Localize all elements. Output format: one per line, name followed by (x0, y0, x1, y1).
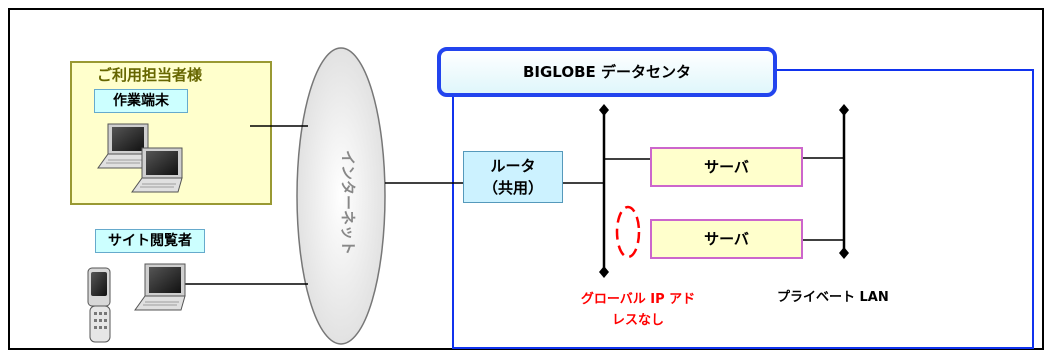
router-shared-label: （共用） (482, 179, 543, 197)
router-label: ルータ (490, 157, 536, 175)
lan-line-top-node (839, 104, 849, 116)
work-terminal-label: 作業端末 (94, 89, 188, 113)
internet-cloud (296, 47, 386, 345)
no-global-ip-label: グローバル IP アド レスなし (578, 289, 698, 331)
no-global-ip-line-2: レスなし (611, 313, 664, 328)
lan-line-bottom-node (839, 247, 849, 259)
router-box: ルータ （共用） (463, 151, 563, 203)
site-viewer-label: サイト閲覧者 (95, 229, 205, 253)
server-2-box: サーバ (650, 219, 803, 259)
private-lan-label: プライベート LAN (777, 290, 889, 305)
mobile-phone-icon (87, 267, 111, 343)
no-global-ip-line-1: グローバル IP アド (580, 292, 696, 307)
public-line-top-node (599, 104, 609, 116)
user-group-title: ご利用担当者様 (97, 66, 203, 84)
no-ip-marker (615, 205, 641, 259)
laptop-icon (131, 147, 183, 193)
internet-label: インターネット (339, 150, 357, 255)
laptop-icon (97, 123, 149, 169)
datacenter-title: BIGLOBE データセンタ (437, 47, 777, 97)
public-line-bottom-node (599, 266, 609, 278)
laptop-icon (134, 263, 186, 311)
server-1-box: サーバ (650, 147, 803, 187)
diagram-frame (8, 8, 1044, 350)
